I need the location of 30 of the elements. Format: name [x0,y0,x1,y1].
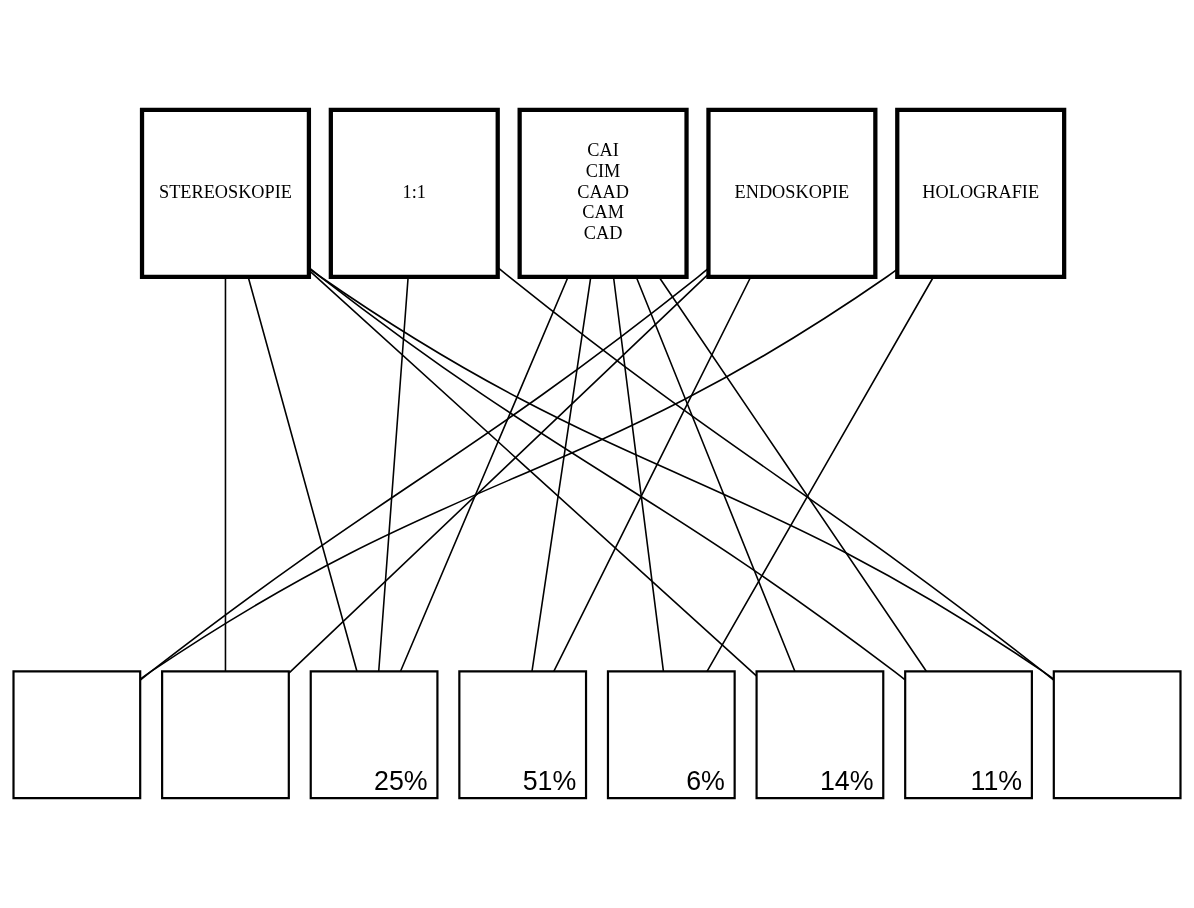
node-box: 14% [755,670,885,800]
node-box [1052,670,1182,800]
connector [612,276,665,673]
node-box [161,670,290,800]
node-box: CAI CIM CAAD CAM CAD [517,107,689,279]
connector [497,266,1055,681]
node-box: 6% [606,670,736,800]
connector [139,268,898,680]
connector [553,276,752,673]
connector [308,266,906,681]
connector [399,276,569,673]
node-box: ENDOSKOPIE [706,107,878,279]
connector [377,276,409,673]
node-box: 51% [458,670,588,800]
connector [224,276,227,673]
connector [288,273,710,674]
connector [308,267,1055,680]
connector [635,276,796,673]
node-box: STEREOSKOPIE [139,107,312,279]
connector [531,276,592,673]
connector [139,267,710,681]
connector [706,276,935,673]
node-box [12,670,142,800]
node-box: 1:1 [328,107,500,279]
connector [308,269,758,677]
node-box: 25% [309,670,439,800]
connector [658,276,928,673]
node-box: HOLOGRAFIE [895,107,1067,279]
connector [247,276,358,673]
node-box: 11% [904,670,1033,800]
